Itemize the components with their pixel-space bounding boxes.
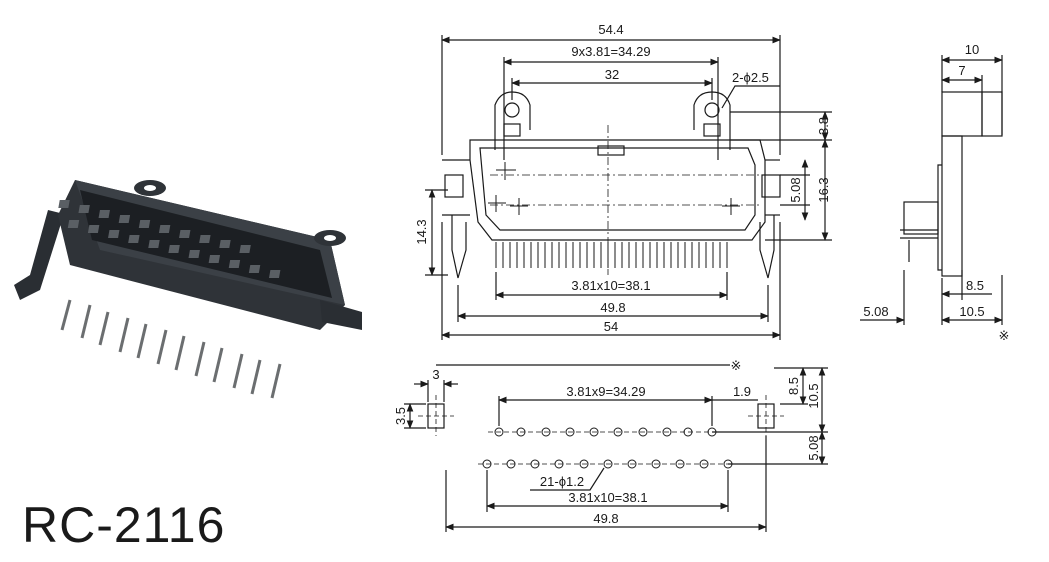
dim-edge-offset: 1.9 bbox=[733, 384, 751, 399]
dim-depth-8-5: 8.5 bbox=[786, 377, 801, 395]
dim-peg-width: 3 bbox=[432, 367, 439, 382]
dim-peg-height: 3.5 bbox=[393, 407, 408, 425]
dim-hole-callout: 2-ϕ2.5 bbox=[732, 70, 769, 85]
side-view bbox=[860, 55, 1003, 325]
model-number: RC-2116 bbox=[22, 497, 226, 553]
dim-overall-width: 54.4 bbox=[598, 22, 623, 37]
pcb-layout bbox=[404, 364, 828, 532]
pcb-reference-mark: ※ bbox=[731, 358, 742, 373]
dim-pcb-hole-callout: 21-ϕ1.2 bbox=[540, 474, 584, 489]
dim-body-height: 16.3 bbox=[816, 177, 831, 202]
dim-total-width: 54 bbox=[604, 319, 618, 334]
front-view-labels: 54.4 9x3.81=34.29 32 2-ϕ2.5 3.8 5.08 16.… bbox=[414, 22, 831, 334]
dim-depth: 10 bbox=[965, 42, 979, 57]
front-view bbox=[425, 35, 832, 340]
dim-pcb-pitch-10: 3.81x10=38.1 bbox=[568, 490, 647, 505]
dim-row-offset: 5.08 bbox=[863, 304, 888, 319]
dim-upper-depth: 7 bbox=[958, 63, 965, 78]
dim-row-spacing: 5.08 bbox=[788, 177, 803, 202]
reference-mark: ※ bbox=[999, 328, 1010, 343]
dim-pcb-pitch-9: 3.81x9=34.29 bbox=[566, 384, 645, 399]
connector-photo bbox=[14, 180, 362, 399]
dim-base-width: 49.8 bbox=[600, 300, 625, 315]
dim-pcb-row-spacing: 5.08 bbox=[806, 435, 821, 460]
dim-base-depth: 10.5 bbox=[959, 304, 984, 319]
dim-pitch-10: 3.81x10=38.1 bbox=[571, 278, 650, 293]
side-view-labels: 10 7 8.5 5.08 10.5 ※ bbox=[863, 42, 1009, 343]
dim-depth-10-5: 10.5 bbox=[806, 383, 821, 408]
dim-pin-length: 14.3 bbox=[414, 219, 429, 244]
dim-pitch-9: 9x3.81=34.29 bbox=[571, 44, 650, 59]
pcb-layout-labels: ※ 3 3.5 3.81x9=34.29 1.9 8.5 10.5 5.08 2… bbox=[393, 358, 821, 526]
dim-pcb-base-width: 49.8 bbox=[593, 511, 618, 526]
dim-hole-spacing: 32 bbox=[605, 67, 619, 82]
dim-flange-height: 3.8 bbox=[816, 117, 831, 135]
dim-pin-offset: 8.5 bbox=[966, 278, 984, 293]
